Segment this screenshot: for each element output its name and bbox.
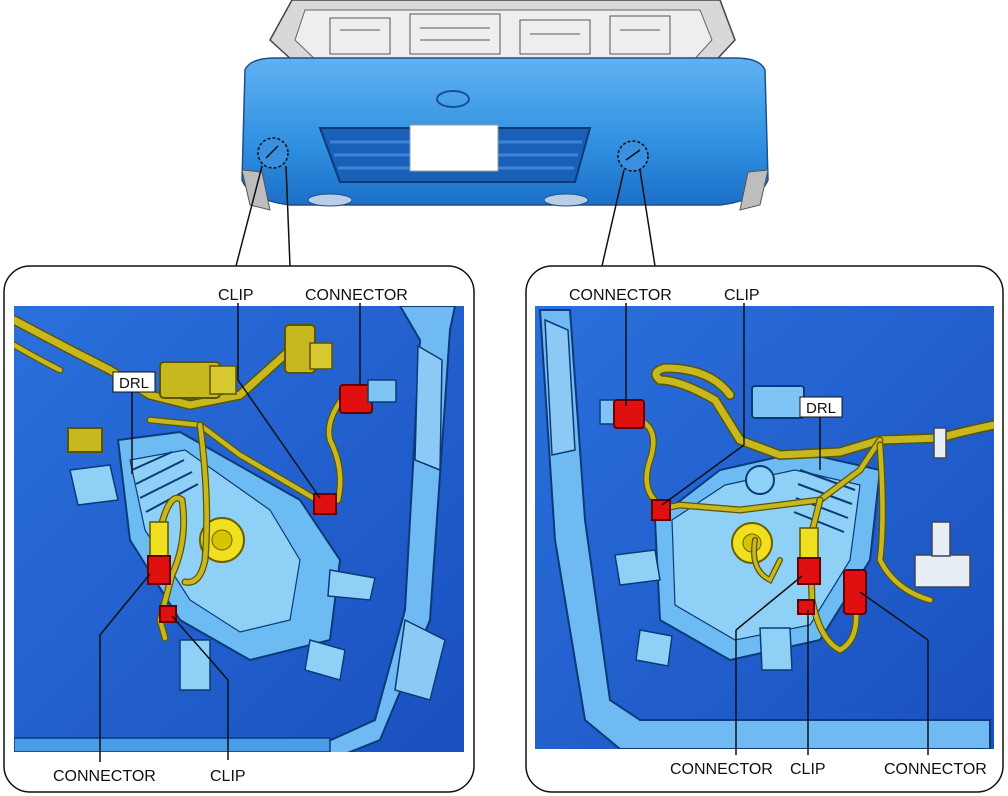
connector-bottom-right-right [843,569,867,615]
label-clip-top-right: CLIP [724,287,760,304]
label-connector-bottom-left: CONNECTOR [53,768,156,785]
left-detail-panel: DRL CLIP CONNECTOR CONNECTOR CLIP [3,265,475,793]
label-connector-bottom-right-right: CONNECTOR [884,761,987,778]
clip-bottom-right [797,599,815,615]
label-connector-top-left: CONNECTOR [305,287,408,304]
connector-bottom-left-right [797,527,821,585]
clip-top-left [313,493,337,515]
connector-top-right [599,399,645,429]
wiring-harness-left [14,315,349,642]
right-detail-panel: DRL CONNECTOR CLIP CONNECTOR CLIP CONNEC… [525,265,1004,793]
label-connector-top-right: CONNECTOR [569,287,672,304]
label-drl-left: DRL [119,375,149,392]
connector-bottom-left [147,521,171,585]
car-front-view [241,0,769,211]
wiring-harness-right [636,362,994,654]
clip-bottom-left [159,605,177,623]
label-drl-right: DRL [806,400,836,417]
clip-top-right [651,499,671,521]
label-clip-bottom-left: CLIP [210,768,246,785]
label-clip-top-left: CLIP [218,287,254,304]
drl-lamp-left [69,430,376,691]
label-clip-bottom-right: CLIP [790,761,826,778]
label-connector-bottom-left-right: CONNECTOR [670,761,773,778]
connector-top-left [339,379,397,414]
callout-leaders [235,165,656,267]
